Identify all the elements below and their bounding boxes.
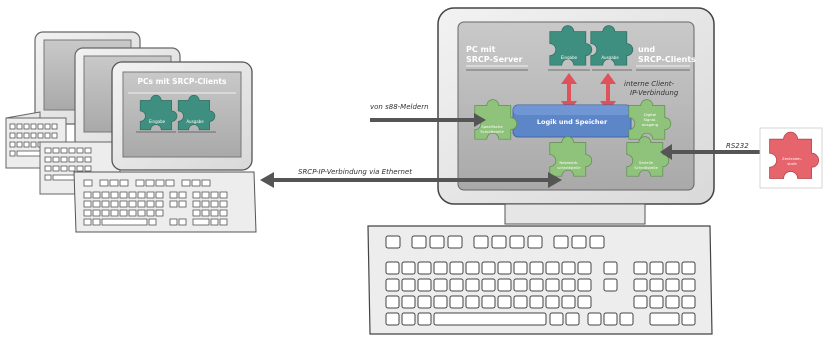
server-monitor-stand [504, 203, 646, 225]
command-station-label-2: stufe [787, 161, 797, 166]
server-piece-right-label-1: Digital [644, 112, 656, 117]
server-top-piece-right-label: Ausgabe [601, 55, 619, 60]
rs232-label: RS232 [726, 142, 749, 150]
ethernet-label: SRCP-IP-Verbindung via Ethernet [298, 168, 412, 176]
server-pc: PC mit SRCP-Server und SRCP-Clients Eing… [367, 7, 715, 335]
client-puzzle-right [177, 94, 216, 131]
server-piece-bottom-right-label-1: Serielle [639, 160, 654, 165]
logic-memory-label: Logik und Speicher [537, 118, 608, 126]
s88-input-arrow [370, 113, 486, 127]
server-title-left-1: PC mit [466, 45, 496, 54]
internal-connection-label-1: interne Client- [624, 80, 675, 88]
client-piece-right-label: Ausgabe [186, 119, 204, 124]
client-piece-left-label: Eingabe [149, 119, 166, 124]
server-piece-right-label-2: Signal- [643, 117, 657, 122]
client-monitor-front: PCs mit SRCP-Clients Eingabe Ausgabe [111, 61, 253, 171]
internal-connection-arrows [561, 73, 616, 112]
server-piece-network-interface [549, 136, 593, 177]
internal-connection-label-2: IP-Verbindung [630, 89, 679, 97]
client-puzzle-left [139, 94, 178, 131]
server-keyboard [367, 225, 713, 335]
command-station-label-1: Zentralen- [782, 156, 803, 161]
server-title-left-2: SRCP-Server [466, 55, 523, 64]
server-title-right-1: und [638, 45, 655, 54]
command-station-box: Zentralen- stufe [759, 127, 823, 189]
s88-label: von s88-Meldern [370, 103, 429, 111]
server-piece-bottom-left-label-1: Netzwerk- [559, 160, 579, 165]
server-piece-right-label-3: ausgang [642, 122, 659, 127]
client-monitor-title: PCs mit SRCP-Clients [138, 77, 227, 86]
server-top-piece-left-label: Eingabe [561, 55, 578, 60]
client-pc-stack: PCs mit SRCP-Clients Eingabe Ausgabe [5, 31, 257, 233]
server-piece-bottom-right-label-2: Schnittstelle [634, 165, 658, 170]
ethernet-arrow [260, 172, 562, 188]
server-piece-bottom-left-label-2: schnittstelle [557, 165, 581, 170]
client-keyboard-front [73, 171, 257, 233]
server-piece-serial-interface [626, 136, 670, 177]
server-title-right-2: SRCP-Clients [638, 55, 696, 64]
server-piece-left-label-1: Spezifische [481, 124, 503, 129]
server-piece-left-label-2: Schnittstelle [480, 129, 504, 134]
